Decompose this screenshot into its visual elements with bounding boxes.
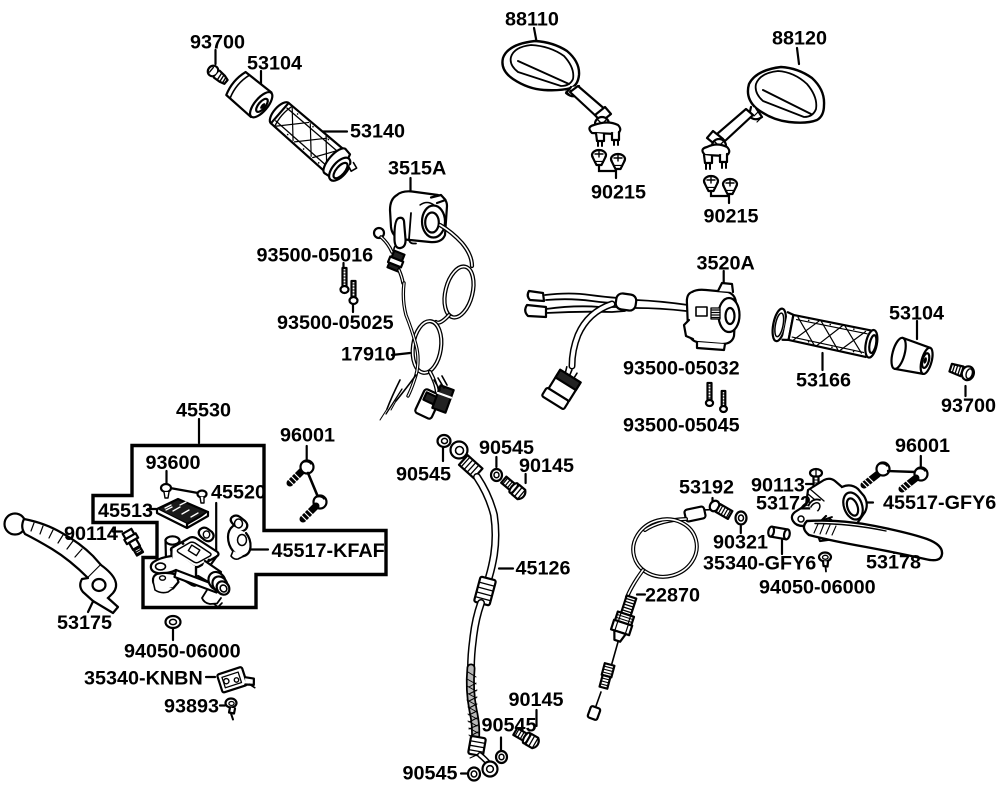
svg-text:90545: 90545	[403, 763, 458, 785]
svg-text:88120: 88120	[772, 28, 827, 50]
svg-text:53104: 53104	[889, 303, 944, 325]
svg-text:35340-KNBN: 35340-KNBN	[84, 668, 203, 690]
svg-text:53172: 53172	[756, 493, 811, 515]
svg-text:93600: 93600	[146, 452, 201, 474]
svg-text:45530: 45530	[176, 400, 231, 422]
svg-text:45520: 45520	[211, 482, 266, 504]
svg-text:93500-05025: 93500-05025	[277, 312, 394, 334]
svg-text:93700: 93700	[941, 395, 996, 417]
svg-text:17910: 17910	[341, 344, 396, 366]
svg-text:90545: 90545	[482, 715, 537, 737]
svg-text:45513: 45513	[98, 500, 153, 522]
svg-text:90545: 90545	[396, 464, 451, 486]
svg-text:90145: 90145	[519, 455, 574, 477]
svg-text:45517-KFAF: 45517-KFAF	[272, 540, 385, 562]
svg-text:53175: 53175	[57, 612, 112, 634]
svg-text:53178: 53178	[866, 552, 921, 574]
svg-text:53104: 53104	[247, 53, 302, 75]
svg-text:90145: 90145	[509, 689, 564, 711]
svg-text:45126: 45126	[516, 558, 571, 580]
svg-text:88110: 88110	[505, 9, 559, 31]
svg-text:53166: 53166	[796, 370, 851, 392]
svg-text:93500-05016: 93500-05016	[257, 245, 374, 267]
svg-text:93893: 93893	[164, 696, 219, 718]
svg-text:3520A: 3520A	[697, 253, 755, 275]
svg-text:53140: 53140	[350, 121, 405, 143]
svg-text:53192: 53192	[679, 477, 734, 499]
svg-text:96001: 96001	[280, 425, 335, 447]
svg-text:35340-GFY6: 35340-GFY6	[703, 553, 816, 575]
svg-text:90113: 90113	[751, 475, 805, 497]
svg-text:45517-GFY6: 45517-GFY6	[883, 492, 996, 514]
svg-text:93500-05045: 93500-05045	[623, 415, 740, 437]
svg-text:96001: 96001	[895, 435, 950, 457]
svg-text:94050-06000: 94050-06000	[124, 641, 241, 663]
svg-text:93700: 93700	[190, 32, 245, 54]
svg-text:90545: 90545	[479, 437, 534, 459]
svg-text:90215: 90215	[591, 182, 646, 204]
svg-text:22870: 22870	[645, 585, 700, 607]
svg-text:3515A: 3515A	[388, 158, 446, 180]
svg-text:93500-05032: 93500-05032	[623, 358, 740, 380]
svg-text:94050-06000: 94050-06000	[759, 577, 876, 599]
svg-text:90114: 90114	[64, 523, 118, 545]
svg-text:90321: 90321	[713, 532, 768, 554]
svg-text:90215: 90215	[704, 206, 759, 228]
